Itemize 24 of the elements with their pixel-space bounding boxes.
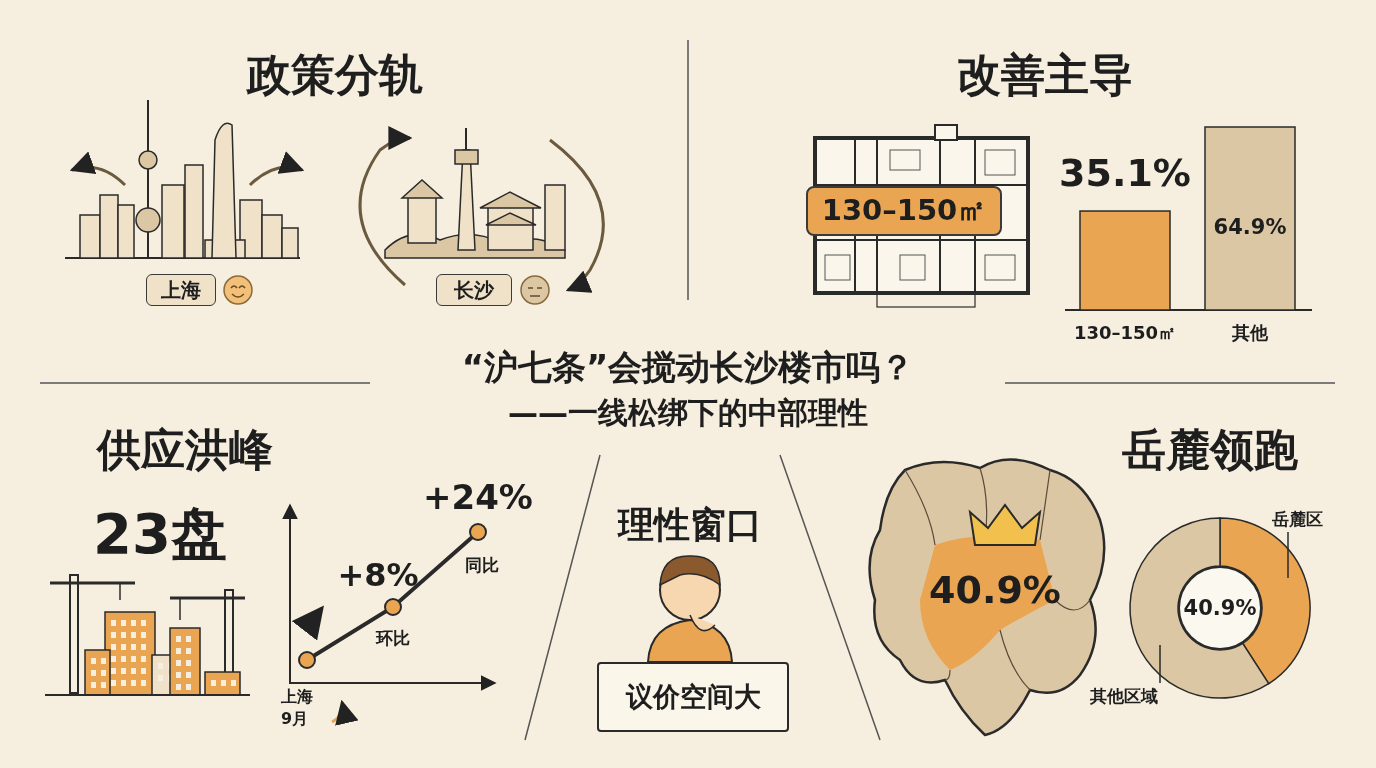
point-label: 环比 [376,626,410,650]
sign-board: 议价空间大 [597,662,789,732]
callout-text: 其他区域 [1078,683,1170,709]
data-label: +24% [423,477,533,517]
category-label: 130–150㎡ [1073,321,1177,345]
city-tag: 长沙 [436,274,512,306]
subtitle: ——一线松绑下的中部理性 [508,393,868,432]
point-label: 同比 [465,553,499,577]
category-label: 其他 [1232,321,1268,345]
section-heading: 理性窗口 [618,502,762,547]
title: “沪七条”会搅动长沙楼市吗？ [461,346,915,389]
section-heading: 供应洪峰 [97,422,273,477]
area-range-tag: 130–150㎡ [806,186,1002,236]
axis-label: 上海 9月 [281,686,314,730]
map-value-label: 40.9% [929,568,1061,612]
section-heading: 岳麓领跑 [1122,422,1298,477]
data-label: 64.9% [1213,215,1287,239]
data-label: +8% [337,556,419,594]
city-tag: 上海 [146,274,216,306]
section-heading: 改善主导 [957,47,1133,102]
section-heading: 政策分轨 [247,47,423,102]
callout-text: 岳麓区 [1255,506,1339,532]
data-label: 35.1% [1059,151,1191,195]
stat-number: 23盘 [93,500,227,568]
